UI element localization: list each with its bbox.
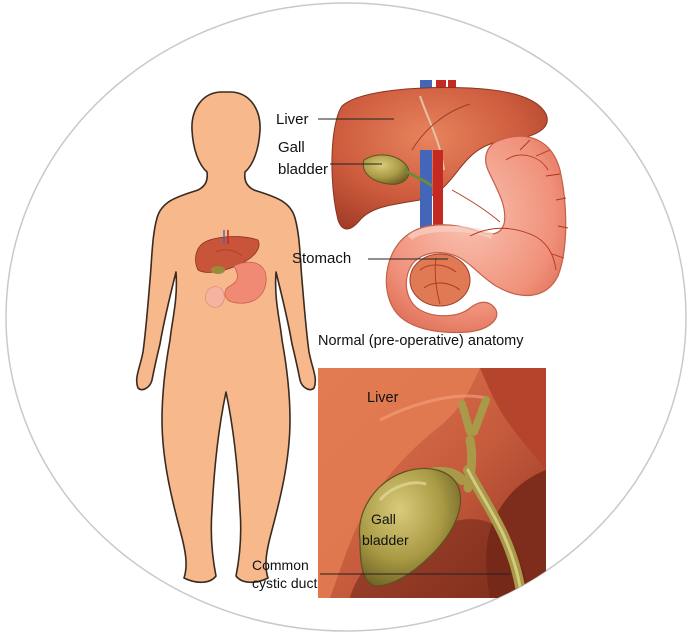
label-stomach: Stomach	[292, 250, 351, 267]
label-gallbladder-top-line2: bladder	[278, 161, 328, 178]
label-liver-top: Liver	[276, 111, 309, 128]
label-gallbladder-top-line1: Gall	[278, 139, 305, 156]
label-common-cystic-duct-line2: cystic duct	[252, 575, 317, 591]
bottom-zoom-illustration	[318, 368, 546, 598]
label-liver-bottom: Liver	[367, 390, 399, 406]
label-gallbladder-bottom-line2: bladder	[362, 532, 409, 548]
caption: Normal (pre-operative) anatomy	[318, 333, 524, 349]
label-common-cystic-duct-line1: Common	[252, 557, 309, 573]
label-gallbladder-bottom-line1: Gall	[371, 511, 396, 527]
